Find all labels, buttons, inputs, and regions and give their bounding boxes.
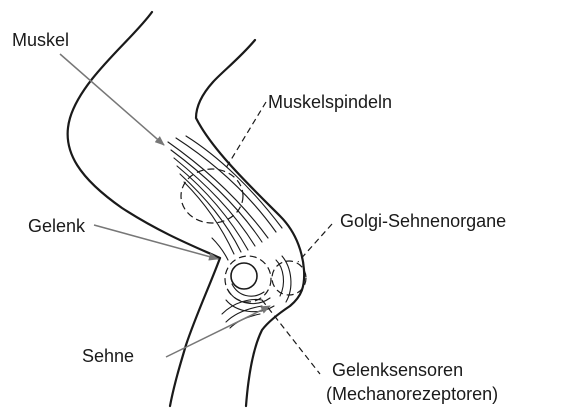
label-golgi-sehnenorgane: Golgi-Sehnenorgane [340, 211, 506, 231]
label-muskel: Muskel [12, 30, 69, 50]
thigh-back-outline [68, 12, 220, 258]
muscle-fibers [168, 136, 282, 254]
label-gelenksensoren: Gelenksensoren [332, 360, 463, 380]
gelenk-arrow [94, 225, 218, 259]
label-mechanorezeptoren: (Mechanorezeptoren) [326, 384, 498, 404]
calf-back-outline [170, 258, 220, 406]
golgi-tendon-region [272, 261, 306, 295]
muskel-arrow [60, 54, 164, 145]
golgi-leader [298, 224, 332, 262]
label-gelenk: Gelenk [28, 216, 86, 236]
label-sehne: Sehne [82, 346, 134, 366]
label-muskelspindeln: Muskelspindeln [268, 92, 392, 112]
receptor-regions [181, 169, 306, 302]
muskelspindeln-leader [226, 102, 266, 168]
gelenksensoren-leader [262, 300, 320, 374]
